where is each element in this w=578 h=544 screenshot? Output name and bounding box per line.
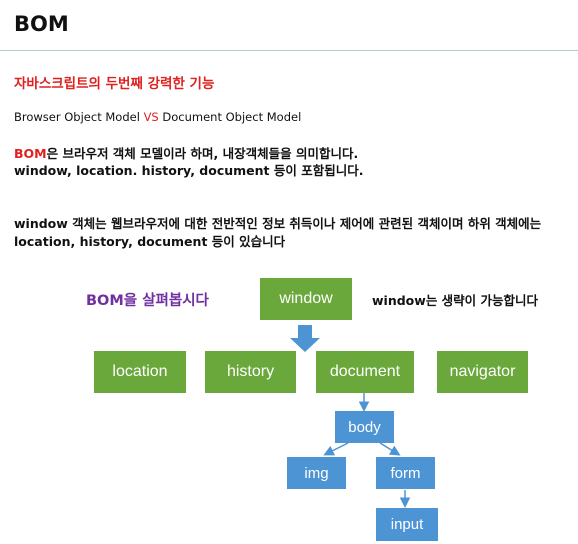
models-line: Browser Object Model VS Document Object …: [14, 110, 301, 124]
bom-model-text: Browser Object Model: [14, 110, 144, 124]
bom-word: BOM: [14, 146, 47, 161]
dom-model-text: Document Object Model: [158, 110, 302, 124]
omit-window-note: window는 생략이 가능합니다: [372, 293, 539, 308]
node-document: document: [316, 351, 414, 393]
node-history: history: [205, 351, 296, 393]
bom-description-line1: BOM은 브라우저 객체 모델이라 하며, 내장객체들을 의미합니다.: [14, 145, 363, 162]
bom-description-line2: window, location. history, document 등이 포…: [14, 163, 364, 178]
slide-title: BOM: [14, 12, 69, 36]
node-input: input: [376, 508, 438, 541]
node-location: location: [94, 351, 186, 393]
bom-description: BOM은 브라우저 객체 모델이라 하며, 내장객체들을 의미합니다. wind…: [14, 145, 363, 179]
node-window: window: [260, 278, 352, 320]
bom-description-rest: 은 브라우저 객체 모델이라 하며, 내장객체들을 의미합니다.: [46, 146, 359, 161]
node-body: body: [335, 411, 394, 443]
node-navigator: navigator: [437, 351, 528, 393]
connector-body-form: [379, 442, 401, 456]
node-form: form: [376, 457, 435, 489]
look-bom-label: BOM을 살펴봅시다: [86, 293, 209, 309]
vs-text: VS: [143, 110, 159, 124]
slide-subtitle: 자바스크립트의 두번째 강력한 기능: [14, 76, 215, 92]
window-down-arrow: [290, 325, 320, 352]
node-img: img: [287, 457, 346, 489]
connector-body-img: [323, 442, 349, 456]
window-description: window 객체는 웹브라우저에 대한 전반적인 정보 취득이나 제어에 관련…: [14, 216, 542, 249]
title-bar: BOM: [0, 0, 578, 51]
